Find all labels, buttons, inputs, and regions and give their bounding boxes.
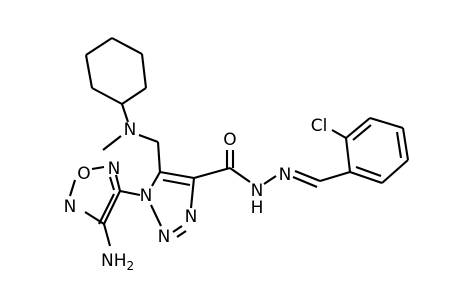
benzene-bond (395, 131, 403, 159)
oxadiazole-bond (103, 190, 121, 225)
carbonyl-nh-bond (229, 167, 251, 183)
triazole-carbonyl-bond (193, 166, 231, 180)
amine-label: NH2 (101, 251, 134, 273)
hydrazide-hydrogen-label: H (251, 198, 264, 218)
amine-subscript: 2 (127, 259, 135, 273)
oxadiazole-nitrogen-label: N (64, 197, 77, 217)
cyclohexane-bond (121, 87, 147, 105)
triazole-bond (172, 225, 183, 233)
oxadiazole-bond (91, 165, 105, 171)
oxadiazole-bond (68, 179, 77, 197)
oxadiazole-bond (114, 174, 122, 192)
benzene-bond (355, 166, 382, 177)
n-methylene-bond (138, 134, 159, 143)
aryl-chlorine-bond (331, 129, 347, 139)
triazole-bond (176, 230, 187, 238)
triazole-bond (189, 177, 196, 209)
benzene-bond (344, 137, 352, 173)
oxadiazole-bond (108, 176, 116, 191)
triazole-n2-label: N (158, 227, 171, 247)
tertiary-amine-nitrogen-label: N (124, 120, 137, 140)
triazole-bond (159, 170, 195, 180)
cyclohexane-bond (84, 54, 94, 89)
cyclohexane-bond (111, 37, 143, 55)
triazole-bond (151, 171, 161, 187)
benzene-bond (381, 159, 409, 184)
cyclohexane-bond (91, 87, 123, 105)
triazole-bond (162, 178, 191, 187)
benzene-bond (401, 127, 410, 161)
triazole-n1-label: N (140, 186, 153, 206)
oxadiazole-amine-bond (102, 223, 112, 247)
oxadiazole-bond (98, 193, 115, 225)
nh-n-bond (263, 175, 277, 185)
benzene-bond (352, 124, 372, 141)
benzene-bond (369, 116, 404, 130)
hydrazide-nitrogen-label: N (251, 181, 264, 201)
hydrazone-nitrogen-label: N (279, 165, 292, 185)
ch-aryl-bond (319, 170, 351, 183)
oxadiazole-bond (84, 211, 105, 225)
chlorine-label: Cl (311, 116, 328, 136)
amine-nh-label: NH (101, 251, 127, 271)
cyclohexane-bond (85, 37, 113, 56)
n-methyl-bond (102, 135, 122, 151)
oxadiazole-nitrogen-label: N (108, 159, 121, 179)
triazole-bond (150, 204, 162, 227)
methylene-triazole-bond (156, 141, 162, 173)
benzene-bond (349, 171, 383, 184)
triazole-oxadiazole-bond (119, 189, 141, 197)
benzene-bond (345, 117, 371, 139)
bonds (68, 37, 410, 247)
carbonyl-oxygen-label: O (223, 130, 236, 150)
atom-labels: O N N NH2 N N N N O N H N Cl (64, 116, 328, 273)
hydrazone-double-bond (294, 170, 321, 182)
cyclohexyl-n-bond (121, 103, 129, 123)
triazole-n3-label: N (185, 207, 198, 227)
cyclohexane-bond (140, 53, 148, 89)
oxadiazole-oxygen-label: O (77, 164, 90, 184)
hydrazone-double-bond (292, 176, 318, 188)
